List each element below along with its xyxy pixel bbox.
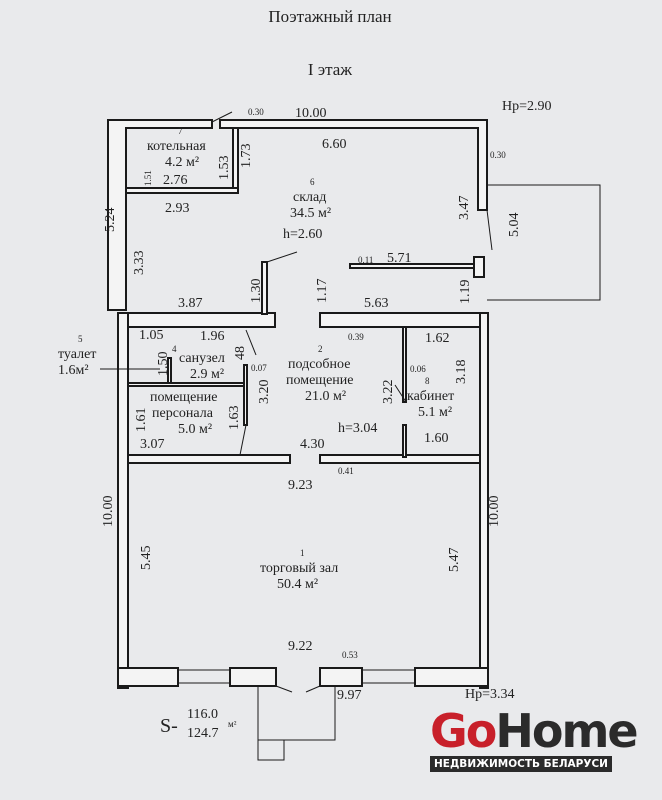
svg-text:1.61: 1.61	[134, 408, 149, 433]
room-8: 8 кабинет 5.1 м²	[407, 376, 454, 420]
svg-text:1.6м²: 1.6м²	[58, 363, 89, 378]
svg-text:м²: м²	[228, 719, 237, 729]
svg-text:торговый зал: торговый зал	[260, 561, 338, 576]
svg-text:0.07: 0.07	[251, 363, 267, 373]
svg-text:6.60: 6.60	[322, 137, 347, 152]
height-bottom-right: Нр=3.34	[465, 687, 515, 702]
svg-text:персонала: персонала	[152, 406, 214, 421]
svg-text:1.30: 1.30	[249, 279, 264, 304]
svg-text:5: 5	[78, 334, 83, 344]
svg-text:санузел: санузел	[179, 351, 225, 366]
svg-text:10.00: 10.00	[295, 106, 327, 121]
svg-text:8: 8	[425, 376, 430, 386]
room-3: помещение персонала 5.0 м²	[150, 390, 218, 437]
svg-text:5.0 м²: 5.0 м²	[178, 422, 212, 437]
svg-text:4.2 м²: 4.2 м²	[165, 155, 199, 170]
svg-text:S-: S-	[160, 715, 178, 737]
svg-text:3.07: 3.07	[140, 437, 165, 452]
svg-text:1.51: 1.51	[143, 170, 153, 186]
svg-text:10.00: 10.00	[101, 496, 116, 528]
svg-text:3.18: 3.18	[454, 360, 469, 385]
ceiling-middle: h=3.04	[338, 421, 377, 436]
svg-text:кабинет: кабинет	[407, 389, 454, 404]
svg-text:1.62: 1.62	[425, 331, 450, 346]
svg-text:2.76: 2.76	[163, 173, 188, 188]
svg-text:50.4 м²: 50.4 м²	[277, 577, 318, 592]
svg-text:4.30: 4.30	[300, 437, 325, 452]
svg-text:помещение: помещение	[150, 390, 218, 405]
svg-text:1.96: 1.96	[200, 329, 225, 344]
svg-text:7: 7	[178, 126, 183, 136]
svg-text:9.23: 9.23	[288, 478, 313, 493]
svg-text:1: 1	[300, 548, 305, 558]
room-4: 4 санузел 2.9 м²	[172, 344, 225, 382]
svg-text:4: 4	[172, 344, 177, 354]
svg-text:5.71: 5.71	[387, 251, 412, 266]
svg-text:5.47: 5.47	[447, 548, 462, 573]
svg-text:1.19: 1.19	[458, 280, 473, 305]
svg-text:туалет: туалет	[58, 347, 96, 362]
svg-text:5.45: 5.45	[139, 546, 154, 571]
svg-text:0.30: 0.30	[248, 107, 264, 117]
room-7: 7 котельная 4.2 м²	[147, 126, 206, 170]
svg-text:1.50: 1.50	[156, 352, 171, 377]
height-top-right: Нр=2.90	[502, 99, 552, 114]
svg-text:21.0 м²: 21.0 м²	[305, 389, 346, 404]
svg-text:2: 2	[318, 344, 323, 354]
svg-text:5.24: 5.24	[103, 208, 118, 233]
svg-text:1.73: 1.73	[239, 144, 254, 169]
svg-text:48: 48	[233, 346, 248, 360]
gohome-logo: GoHome НЕДВИЖИМОСТЬ БЕЛАРУСИ	[430, 708, 639, 772]
svg-text:9.97: 9.97	[337, 688, 362, 703]
svg-text:5.04: 5.04	[507, 213, 522, 238]
floor-label: I этаж	[308, 60, 352, 79]
svg-text:0.53: 0.53	[342, 650, 358, 660]
svg-text:34.5 м²: 34.5 м²	[290, 206, 331, 221]
svg-text:0.11: 0.11	[358, 255, 373, 265]
windows-doors	[100, 111, 601, 761]
svg-text:3.47: 3.47	[457, 196, 472, 221]
logo-home: Home	[495, 704, 638, 758]
svg-text:5.1 м²: 5.1 м²	[418, 405, 452, 420]
svg-text:2.9 м²: 2.9 м²	[190, 367, 224, 382]
svg-text:0.41: 0.41	[338, 466, 354, 476]
logo-tagline: НЕДВИЖИМОСТЬ БЕЛАРУСИ	[430, 756, 612, 772]
svg-text:0.39: 0.39	[348, 332, 364, 342]
room-1: 1 торговый зал 50.4 м²	[260, 548, 338, 592]
svg-text:1.53: 1.53	[217, 156, 232, 181]
logo-go: Go	[430, 704, 497, 758]
svg-text:0.30: 0.30	[490, 150, 506, 160]
svg-text:подсобное: подсобное	[288, 357, 350, 372]
svg-text:10.00: 10.00	[487, 496, 502, 528]
svg-text:116.0: 116.0	[187, 707, 218, 722]
svg-text:0.06: 0.06	[410, 364, 426, 374]
walls	[107, 119, 489, 689]
svg-text:9.22: 9.22	[288, 639, 313, 654]
svg-text:1.05: 1.05	[139, 328, 164, 343]
dimension-labels: 0.30 10.00 6.60 0.30 2.76 2.93 0.11 5.71…	[101, 106, 522, 703]
svg-text:124.7: 124.7	[187, 726, 219, 741]
svg-text:3.20: 3.20	[257, 380, 272, 405]
svg-text:6: 6	[310, 177, 315, 187]
room-6: 6 склад 34.5 м²	[290, 177, 331, 221]
plan-title: Поэтажный план	[268, 7, 391, 26]
svg-text:1.63: 1.63	[227, 406, 242, 431]
svg-text:склад: склад	[293, 190, 326, 205]
svg-text:3.87: 3.87	[178, 296, 203, 311]
svg-text:котельная: котельная	[147, 139, 206, 154]
svg-text:1.60: 1.60	[424, 431, 449, 446]
total-area: S- 116.0 124.7 м²	[160, 707, 237, 741]
svg-text:помещение: помещение	[286, 373, 354, 388]
svg-text:3.22: 3.22	[381, 380, 396, 405]
ceiling-upper: h=2.60	[283, 227, 322, 242]
room-5: 5 туалет 1.6м²	[58, 334, 96, 378]
svg-text:1.17: 1.17	[315, 279, 330, 304]
svg-text:3.33: 3.33	[132, 251, 147, 276]
svg-text:5.63: 5.63	[364, 296, 389, 311]
room-2: 2 подсобное помещение 21.0 м²	[286, 344, 354, 404]
svg-text:2.93: 2.93	[165, 201, 190, 216]
